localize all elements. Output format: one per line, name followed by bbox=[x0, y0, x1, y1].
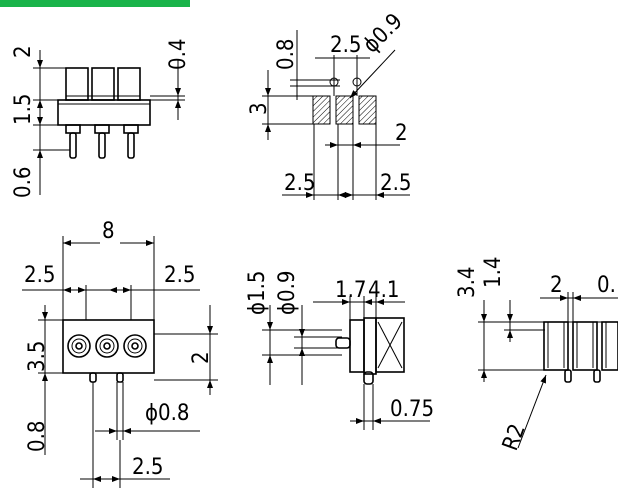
dim-3-4: 3.4 bbox=[455, 267, 480, 298]
socket-holes bbox=[67, 334, 147, 358]
footprint-view: 0.8 2.5 ϕ0.9 3 2 bbox=[247, 9, 411, 200]
front-top-view: 2 1.5 0.6 0.4 bbox=[11, 39, 191, 198]
dim-0-partial: 0. bbox=[597, 273, 616, 298]
dim-2-5-bottom: 2.5 bbox=[132, 455, 163, 480]
dim-phi-0-8: ϕ0.8 bbox=[145, 401, 190, 426]
dim-0-75: 0.75 bbox=[390, 397, 434, 422]
dim-phi-0-9: ϕ0.9 bbox=[275, 270, 300, 315]
dim-8: 8 bbox=[102, 219, 115, 244]
dim-2-5-left: 2.5 bbox=[24, 263, 55, 288]
dim-0-8: 0.8 bbox=[25, 421, 50, 452]
dim-0-8: 0.8 bbox=[274, 39, 299, 70]
dim-4-1: 4.1 bbox=[368, 278, 399, 303]
dim-phi-0-9: ϕ0.9 bbox=[359, 9, 408, 58]
dim-3-5: 3.5 bbox=[25, 341, 50, 372]
dim-2-5-left: 2.5 bbox=[284, 171, 315, 196]
front-bottom-view: 8 2.5 2.5 3.5 0.8 bbox=[22, 219, 218, 488]
dim-2: 2 bbox=[395, 121, 408, 146]
dim-2: 2 bbox=[11, 45, 36, 58]
dim-1-7: 1.7 bbox=[335, 278, 366, 303]
dim-1-5: 1.5 bbox=[11, 94, 36, 125]
right-partial-view: 3.4 1.4 2 0. R2 bbox=[455, 257, 618, 454]
side-view: ϕ1.5 ϕ0.9 1.7 4.1 0.75 bbox=[245, 270, 434, 430]
dim-0-6: 0.6 bbox=[11, 167, 36, 198]
dim-r2: R2 bbox=[498, 421, 531, 454]
accent-bar bbox=[0, 0, 190, 7]
dim-2: 2 bbox=[189, 351, 214, 364]
dim-2-5-right: 2.5 bbox=[380, 171, 411, 196]
dim-2: 2 bbox=[550, 273, 563, 298]
dim-phi-1-5: ϕ1.5 bbox=[245, 270, 270, 315]
dim-2-5-right: 2.5 bbox=[164, 263, 195, 288]
dim-2-5-top: 2.5 bbox=[330, 33, 361, 58]
dim-3: 3 bbox=[247, 102, 272, 115]
dim-0-4: 0.4 bbox=[166, 39, 191, 70]
dim-1-4: 1.4 bbox=[481, 257, 506, 288]
